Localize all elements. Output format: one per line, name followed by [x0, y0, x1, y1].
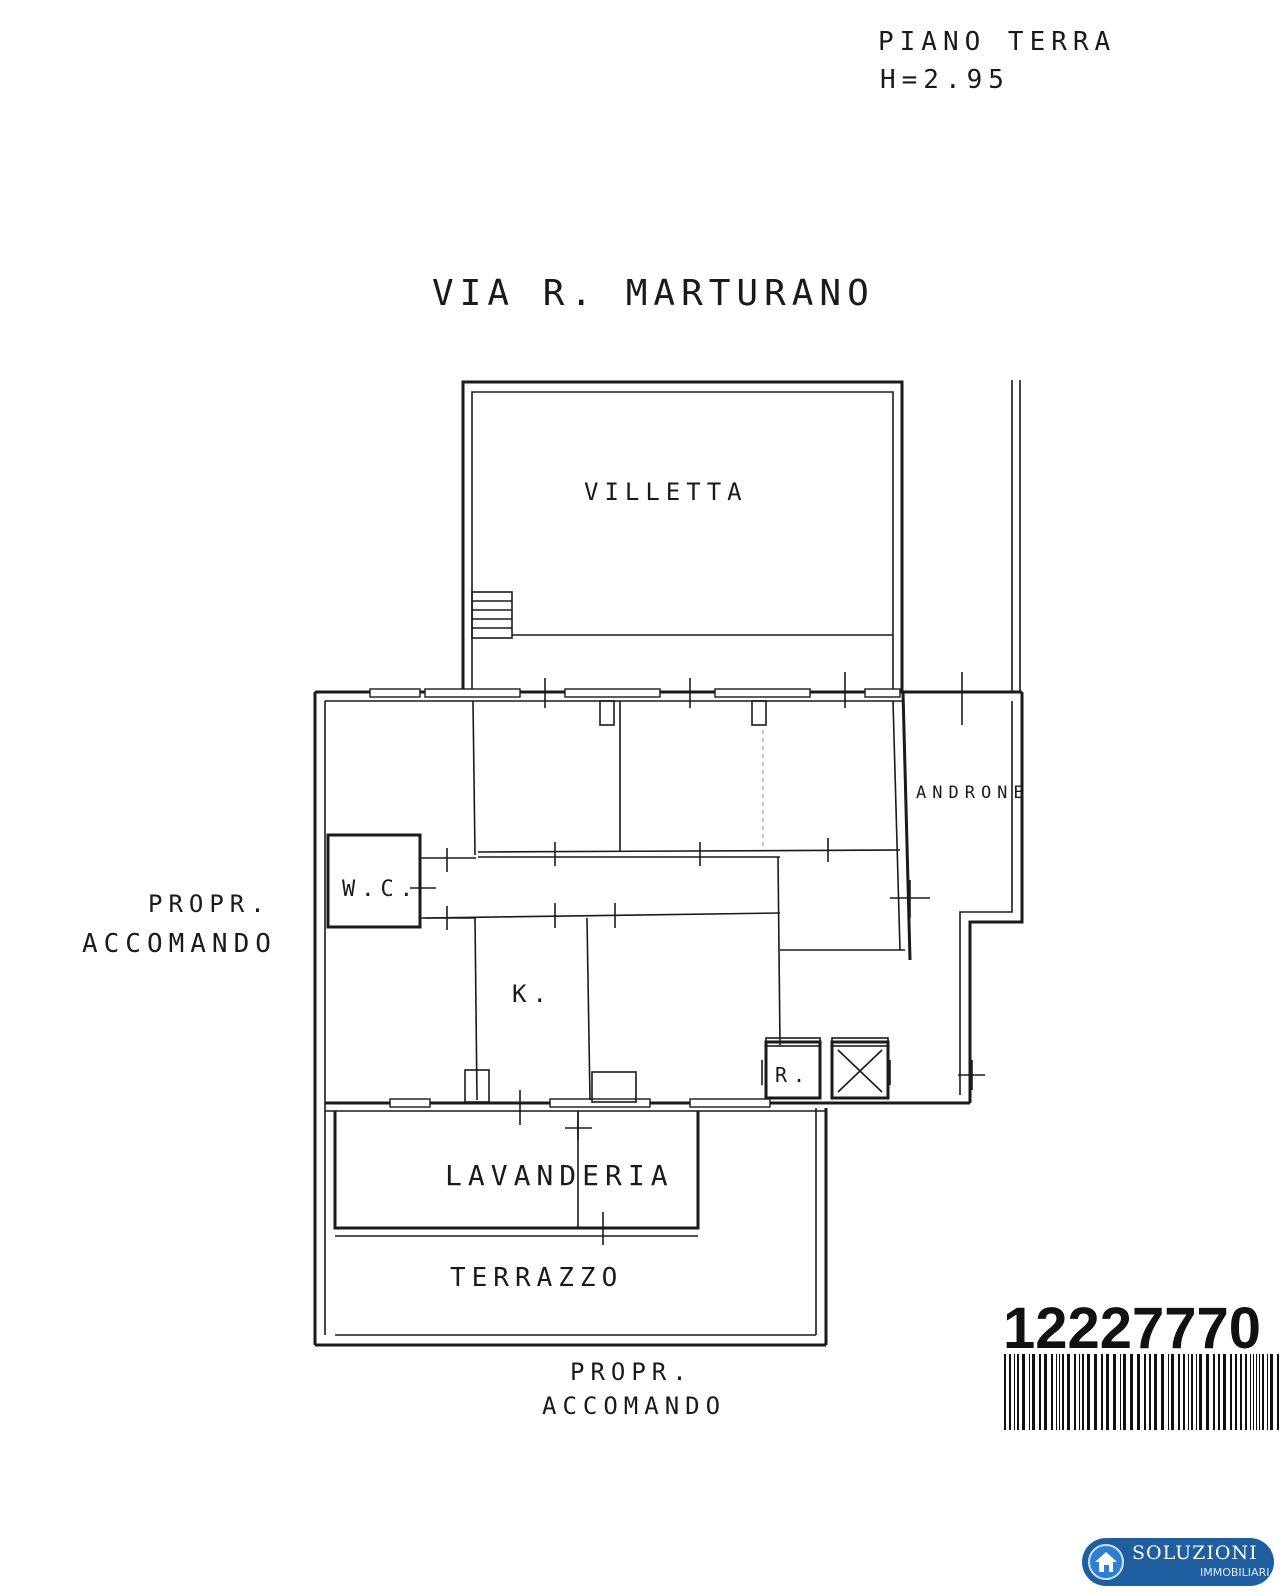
barcode-bar — [1267, 1354, 1268, 1430]
barcode-bar — [1230, 1354, 1232, 1430]
wc-room — [326, 833, 476, 929]
neighbour-south-line2: ACCOMANDO — [542, 1392, 726, 1420]
villetta-area — [461, 380, 904, 692]
terrazzo-label: TERRAZZO — [450, 1263, 623, 1293]
barcode-bar — [1056, 1354, 1057, 1430]
barcode-bar — [1120, 1354, 1121, 1430]
barcode-bar — [1032, 1354, 1035, 1430]
barcode-bar — [1009, 1354, 1011, 1430]
barcode-bar — [1137, 1354, 1140, 1430]
barcode-number: 12227770 — [1003, 1296, 1261, 1361]
barcode-bar — [1245, 1354, 1247, 1430]
floor-label: PIANO TERRA — [878, 27, 1116, 57]
barcode-bar — [1240, 1354, 1242, 1430]
barcode-bars — [1004, 1354, 1279, 1430]
barcode-bar — [1087, 1354, 1090, 1430]
barcode-bar — [1123, 1354, 1126, 1430]
tick-marks — [410, 672, 985, 1245]
barcode-bar — [1051, 1354, 1053, 1430]
barcode-bar — [1130, 1354, 1133, 1430]
barcode-bar — [1022, 1354, 1025, 1430]
barcode-bar — [1154, 1354, 1157, 1430]
barcode-bar — [1196, 1354, 1197, 1430]
barcode-bar — [1213, 1354, 1215, 1430]
barcode-bar — [1262, 1354, 1264, 1430]
logo-name: SOLUZIONI — [1132, 1542, 1258, 1564]
main-building — [313, 688, 1024, 1347]
barcode-bar — [1188, 1354, 1189, 1430]
barcode-bar — [1259, 1354, 1260, 1430]
lavanderia-label: LAVANDERIA — [445, 1159, 674, 1192]
barcode-bar — [1067, 1354, 1070, 1430]
logo-subtitle: IMMOBILIARI — [1200, 1566, 1270, 1579]
barcode-bar — [1004, 1354, 1006, 1430]
barcode-bar — [1029, 1354, 1030, 1430]
barcode-bar — [1044, 1354, 1047, 1430]
barcode-bar — [1017, 1354, 1019, 1430]
barcode-bar — [1235, 1354, 1237, 1430]
barcode-bar — [1101, 1354, 1103, 1430]
r-label: R. — [775, 1063, 811, 1087]
barcode-bar — [1250, 1354, 1251, 1430]
barcode-bar — [1191, 1354, 1193, 1430]
barcode-bar — [1270, 1354, 1273, 1430]
barcode-bar — [1168, 1354, 1169, 1430]
barcode-bar — [1178, 1354, 1180, 1430]
barcode-bar — [1256, 1354, 1257, 1430]
barcode-bar — [1094, 1354, 1097, 1430]
barcode-bar — [1171, 1354, 1174, 1430]
barcode-bar — [1082, 1354, 1084, 1430]
neighbour-west-line2: ACCOMANDO — [82, 929, 277, 959]
neighbour-south-line1: PROPR. — [570, 1358, 693, 1386]
barcode-bar — [1079, 1354, 1080, 1430]
barcode-bar — [1113, 1354, 1116, 1430]
barcode-bar — [1144, 1354, 1146, 1430]
barcode-bar — [1059, 1354, 1060, 1430]
neighbour-west-line1: PROPR. — [148, 890, 271, 918]
barcode-bar — [1183, 1354, 1185, 1430]
stairs — [471, 591, 513, 639]
barcode-bar — [1149, 1354, 1151, 1430]
androne-label: ANDRONE — [916, 783, 1030, 803]
r-room — [764, 1037, 890, 1100]
barcode-bar — [1062, 1354, 1064, 1430]
barcode-bar — [1199, 1354, 1202, 1430]
barcode-bar — [1161, 1354, 1164, 1430]
barcode: 12227770 — [1003, 1296, 1279, 1430]
barcode-bar — [1277, 1354, 1279, 1430]
height-label: H=2.95 — [880, 65, 1010, 95]
barcode-bar — [1218, 1354, 1220, 1430]
barcode-bar — [1074, 1354, 1076, 1430]
barcode-bar — [1206, 1354, 1209, 1430]
villetta-label: VILLETTA — [584, 478, 748, 506]
barcode-bar — [1014, 1354, 1015, 1430]
house-icon — [1088, 1544, 1124, 1580]
barcode-bar — [1223, 1354, 1226, 1430]
street-label: VIA R. MARTURANO — [432, 273, 875, 314]
brand-logo: SOLUZIONI IMMOBILIARI — [1082, 1538, 1274, 1586]
barcode-bar — [1106, 1354, 1109, 1430]
kitchen-label: K. — [512, 980, 553, 1008]
partitions — [424, 700, 905, 1103]
wc-label: W.C. — [342, 877, 419, 902]
barcode-bar — [1039, 1354, 1041, 1430]
barcode-bar — [1253, 1354, 1254, 1430]
